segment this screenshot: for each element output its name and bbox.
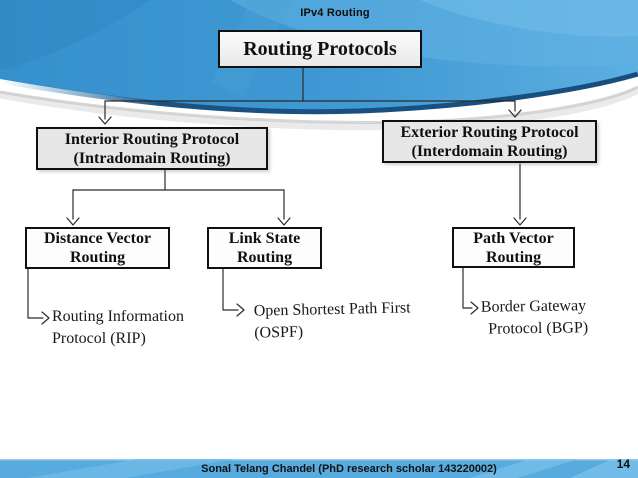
wave-shadow-line [0, 85, 638, 124]
arrow-bgp [470, 301, 479, 315]
arrow-rip [41, 311, 50, 325]
node-label: Routing Protocols [243, 37, 397, 60]
footer-band-highlight [0, 459, 638, 461]
node-link-state-routing: Link State Routing [207, 227, 322, 269]
connector-bgp [462, 267, 473, 309]
annotation-line2: (OSPF) [254, 323, 304, 342]
node-label-line2: Routing [236, 249, 293, 266]
node-label-line1: Distance Vector [43, 230, 152, 247]
arrow-to-interior [98, 116, 112, 125]
node-label-line2: Routing [485, 248, 542, 266]
annotation-rip: Routing Information Protocol (RIP) [52, 306, 184, 350]
annotation-bgp: Border Gateway Protocol (BGP) [481, 295, 589, 340]
connector-ospf [222, 268, 239, 311]
node-path-vector-routing: Path Vector Routing [452, 227, 575, 268]
annotation-line2: Protocol (BGP) [488, 319, 589, 338]
wave-dark-edge [0, 71, 638, 115]
annotation-line1: Routing Information [52, 308, 184, 325]
arrow-ospf [236, 303, 245, 317]
node-label-line1: Exterior Routing Protocol [400, 123, 579, 141]
annotation-line2: Protocol (RIP) [52, 330, 146, 347]
node-label-line1: Interior Routing Protocol [64, 130, 240, 148]
arrow-to-path-vector [513, 217, 527, 226]
annotation-line1: Border Gateway [480, 297, 587, 316]
annotation-ospf: Open Shortest Path First (OSPF) [254, 297, 412, 344]
arrow-to-link-state [277, 217, 291, 226]
node-label-line1: Link State [228, 230, 301, 247]
slide-title: IPv4 Routing [300, 7, 370, 19]
arrow-to-distance-vector [66, 217, 80, 226]
footer-credit: Sonal Telang Chandel (PhD research schol… [201, 463, 497, 475]
node-label-line2: (Interdomain Routing) [411, 142, 568, 160]
node-exterior-routing-protocol: Exterior Routing Protocol (Interdomain R… [382, 120, 597, 163]
node-distance-vector-routing: Distance Vector Routing [25, 227, 170, 269]
connector-rip [27, 268, 44, 319]
node-routing-protocols: Routing Protocols [218, 30, 422, 68]
page-number: 14 [616, 457, 630, 471]
node-label-line1: Path Vector [473, 229, 554, 247]
node-label-line2: Routing [69, 249, 126, 266]
arrow-to-exterior [508, 109, 522, 118]
node-interior-routing-protocol: Interior Routing Protocol (Intradomain R… [36, 127, 268, 170]
annotation-line1: Open Shortest Path First [253, 299, 411, 320]
node-label-line2: (Intradomain Routing) [73, 149, 231, 167]
